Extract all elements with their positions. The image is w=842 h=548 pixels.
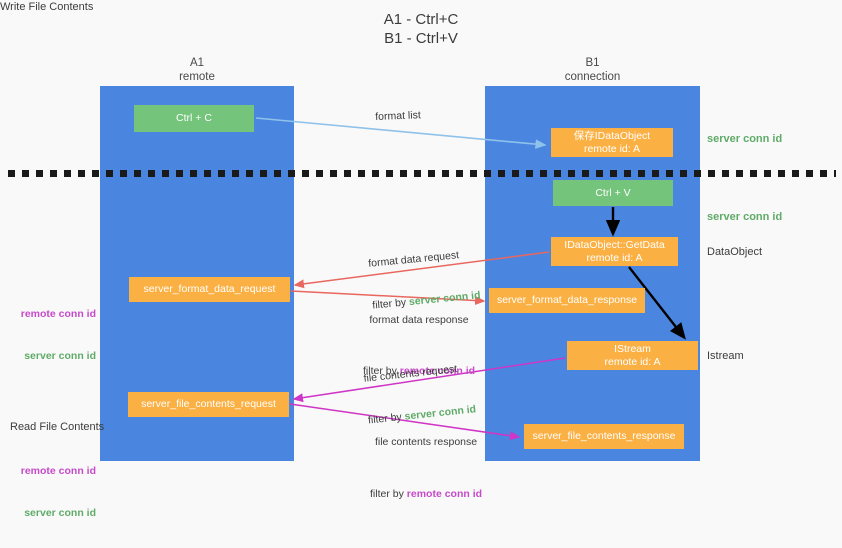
edge-label-file-contents-response: file contents response filter by remote …: [370, 407, 482, 529]
note-server-conn-id-1: server conn id: [24, 350, 96, 362]
edge-label-line2: filter by remote conn id: [370, 487, 482, 501]
node-istream[interactable]: IStream remote id: A: [567, 341, 698, 370]
note-read-file-contents: Read File Contents: [10, 421, 105, 433]
edge-label-line1: file contents response: [374, 436, 478, 448]
filter-key: remote conn id: [399, 365, 476, 377]
lane-header-b1: B1 connection: [564, 57, 621, 83]
edge-label-format-list: format list: [375, 109, 421, 123]
lane-header-a1: A1 remote: [179, 57, 215, 83]
note-server-conn-id-top: server conn id: [707, 133, 783, 145]
edge-label-line2: filter by remote conn id: [363, 364, 475, 378]
note-write-file-contents: Write File Contents: [0, 1, 94, 13]
note-istream: Istream: [707, 350, 744, 362]
note-server-conn-id-mid: server conn id: [707, 211, 783, 223]
node-idataobject-getdata[interactable]: IDataObject::GetData remote id: A: [551, 237, 678, 266]
filter-prefix: filter by: [370, 488, 407, 500]
note-dataobject: DataObject: [707, 246, 763, 258]
edge-label-line1: format data request: [367, 249, 460, 270]
node-server-format-data-response[interactable]: server_format_data_response: [489, 288, 645, 313]
note-remote-conn-id-1: remote conn id: [20, 308, 96, 320]
note-remote-conn-id-2: remote conn id: [20, 465, 96, 477]
edge-label-format-data-response: format data response filter by remote co…: [363, 285, 475, 406]
filter-prefix: filter by: [363, 365, 400, 377]
note-conn-ids-file: Read File Contents remote conn id server…: [10, 392, 105, 548]
node-server-file-contents-request[interactable]: server_file_contents_request: [128, 392, 289, 417]
edge-label-line1: format data response: [369, 314, 469, 326]
note-conn-ids-format: remote conn id server conn id: [10, 279, 96, 391]
node-ctrl-c[interactable]: Ctrl + C: [134, 105, 254, 132]
diagram-canvas: A1 - Ctrl+C B1 - Ctrl+V A1 remote B1 con…: [0, 1, 836, 519]
node-ctrl-v[interactable]: Ctrl + V: [553, 180, 673, 206]
node-server-format-data-request[interactable]: server_format_data_request: [129, 277, 290, 302]
filter-key: remote conn id: [406, 488, 483, 500]
note-server-conn-id-2: server conn id: [24, 507, 96, 519]
node-server-file-contents-response[interactable]: server_file_contents_response: [524, 424, 684, 449]
node-save-idataobject[interactable]: 保存IDataObject remote id: A: [551, 128, 673, 157]
edge-label-line1: file contents request: [363, 363, 458, 385]
page-title: A1 - Ctrl+C B1 - Ctrl+V: [383, 11, 459, 47]
